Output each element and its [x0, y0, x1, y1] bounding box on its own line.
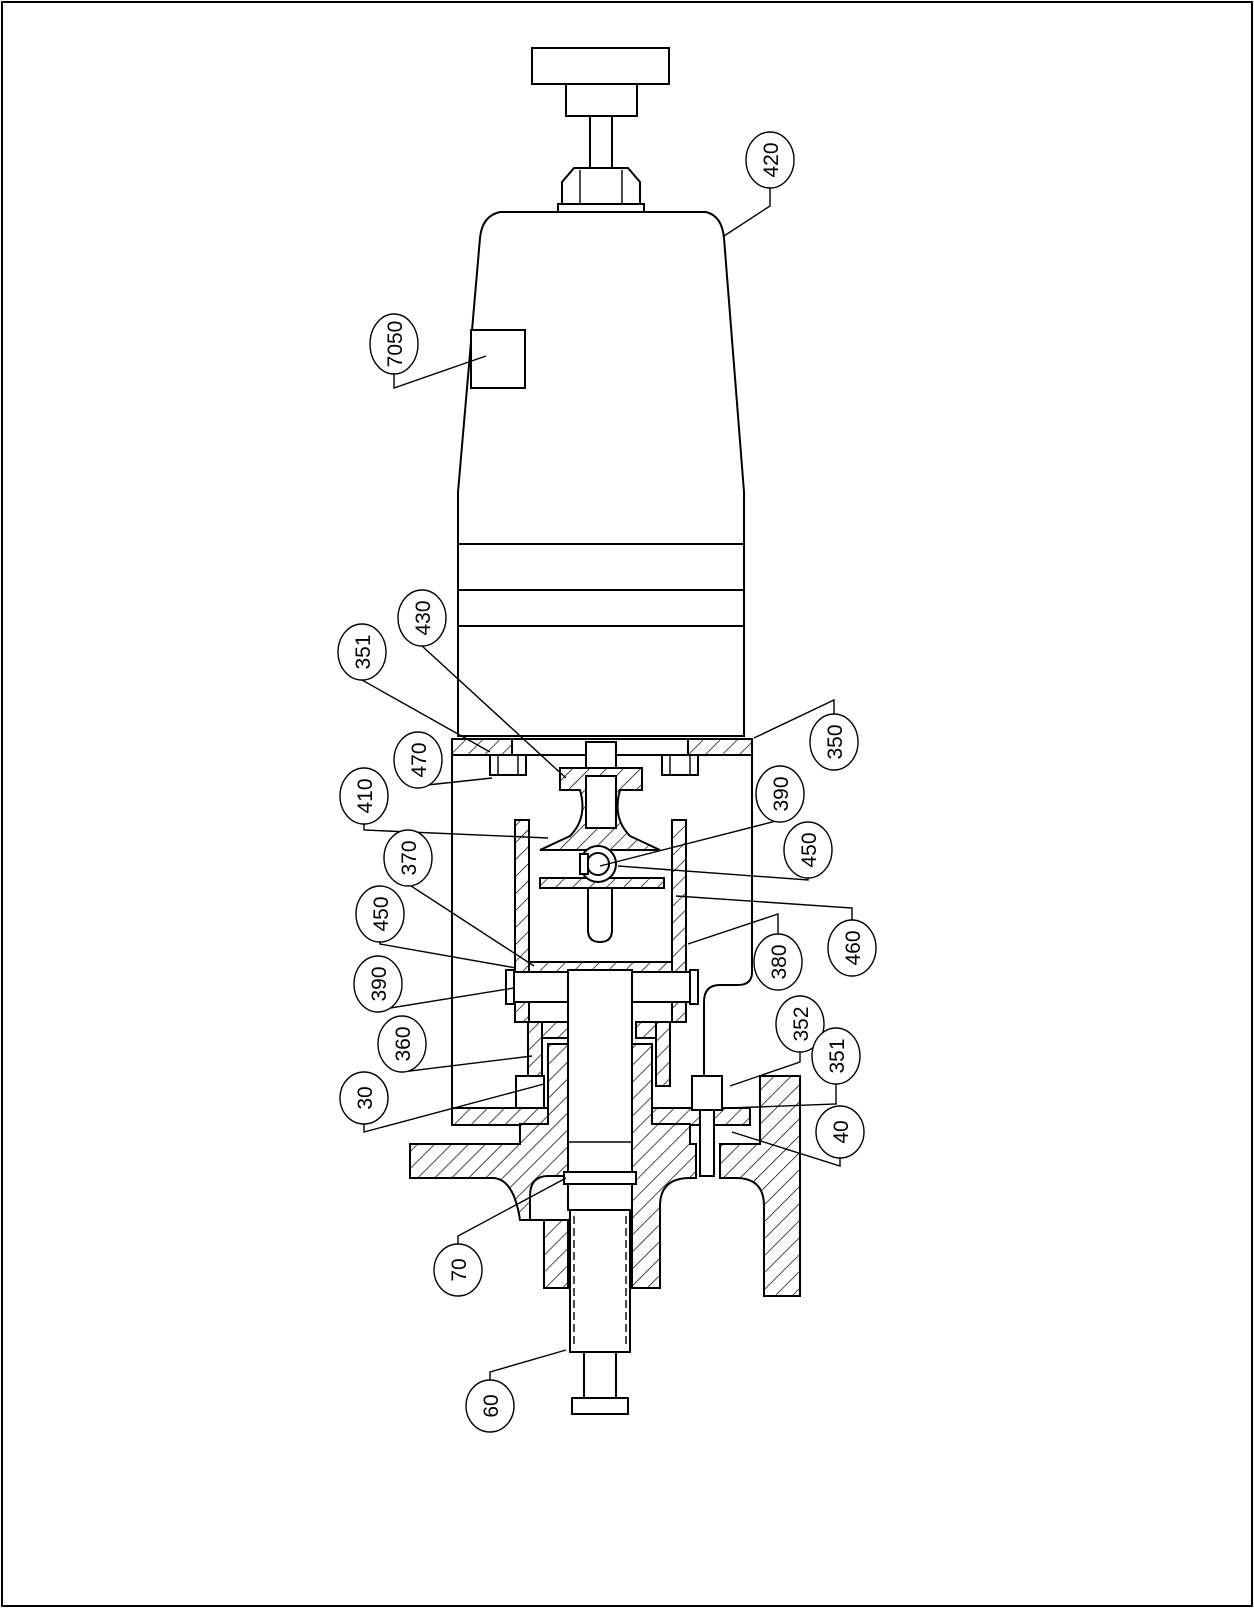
callout-70: 70: [433, 1243, 483, 1297]
callout-390-left: 390: [353, 955, 403, 1013]
bolt-470-right: [661, 754, 699, 776]
svg-text:430: 430: [412, 600, 435, 635]
callout-470: 470: [393, 731, 443, 789]
leader-lines: [361, 188, 853, 1382]
svg-text:380: 380: [768, 944, 791, 979]
svg-text:470: 470: [408, 742, 431, 777]
svg-text:40: 40: [830, 1120, 853, 1143]
callout-370: 370: [383, 829, 433, 887]
valve-body-40: [409, 969, 801, 1415]
callout-351-bottom: 351: [811, 1027, 861, 1085]
svg-text:351: 351: [352, 634, 375, 669]
svg-text:352: 352: [790, 1006, 813, 1041]
callout-450-left: 450: [355, 885, 405, 943]
bottom-plate-left: [451, 1107, 551, 1126]
svg-text:390: 390: [770, 776, 793, 811]
stem-60: [569, 1209, 631, 1353]
svg-text:370: 370: [398, 840, 421, 875]
callout-60: 60: [465, 1379, 515, 1433]
callout-30: 30: [339, 1071, 389, 1125]
bolt-30: [515, 1075, 545, 1109]
bolt-470-left: [489, 754, 527, 776]
callout-350: 350: [809, 713, 859, 771]
callout-420: 420: [745, 131, 795, 189]
callout-352: 352: [775, 995, 825, 1053]
svg-text:351: 351: [826, 1038, 849, 1073]
svg-text:350: 350: [824, 724, 847, 759]
callout-390-top: 390: [755, 765, 805, 823]
svg-text:30: 30: [354, 1086, 377, 1109]
callout-460: 460: [827, 919, 877, 977]
callout-380: 380: [753, 933, 803, 991]
callout-351: 351: [337, 623, 387, 681]
svg-text:420: 420: [760, 142, 783, 177]
svg-text:390: 390: [368, 966, 391, 1001]
label-plate: [470, 329, 526, 389]
callout-7050: 7050: [369, 313, 419, 375]
callout-410: 410: [339, 767, 389, 825]
bolt-352: [691, 1075, 723, 1111]
svg-text:70: 70: [448, 1258, 471, 1281]
shaft: [567, 969, 633, 1177]
actuator-420: [457, 47, 745, 737]
actuator-body: [457, 211, 745, 737]
svg-text:60: 60: [480, 1394, 503, 1417]
svg-text:460: 460: [842, 930, 865, 965]
svg-text:450: 450: [798, 832, 821, 867]
svg-text:7050: 7050: [384, 321, 407, 368]
callout-40: 40: [815, 1105, 865, 1159]
callout-430: 430: [397, 589, 447, 647]
callout-360: 360: [377, 1015, 427, 1073]
callout-450-right: 450: [783, 821, 833, 879]
handwheel: [531, 47, 670, 85]
coupling-430: [539, 741, 661, 851]
callout-bubbles: 420 7050 351 430 350 470 410 390 450 370…: [337, 131, 877, 1433]
ring-70: [563, 1171, 637, 1185]
svg-text:360: 360: [392, 1026, 415, 1061]
svg-text:410: 410: [354, 778, 377, 813]
svg-text:450: 450: [370, 896, 393, 931]
